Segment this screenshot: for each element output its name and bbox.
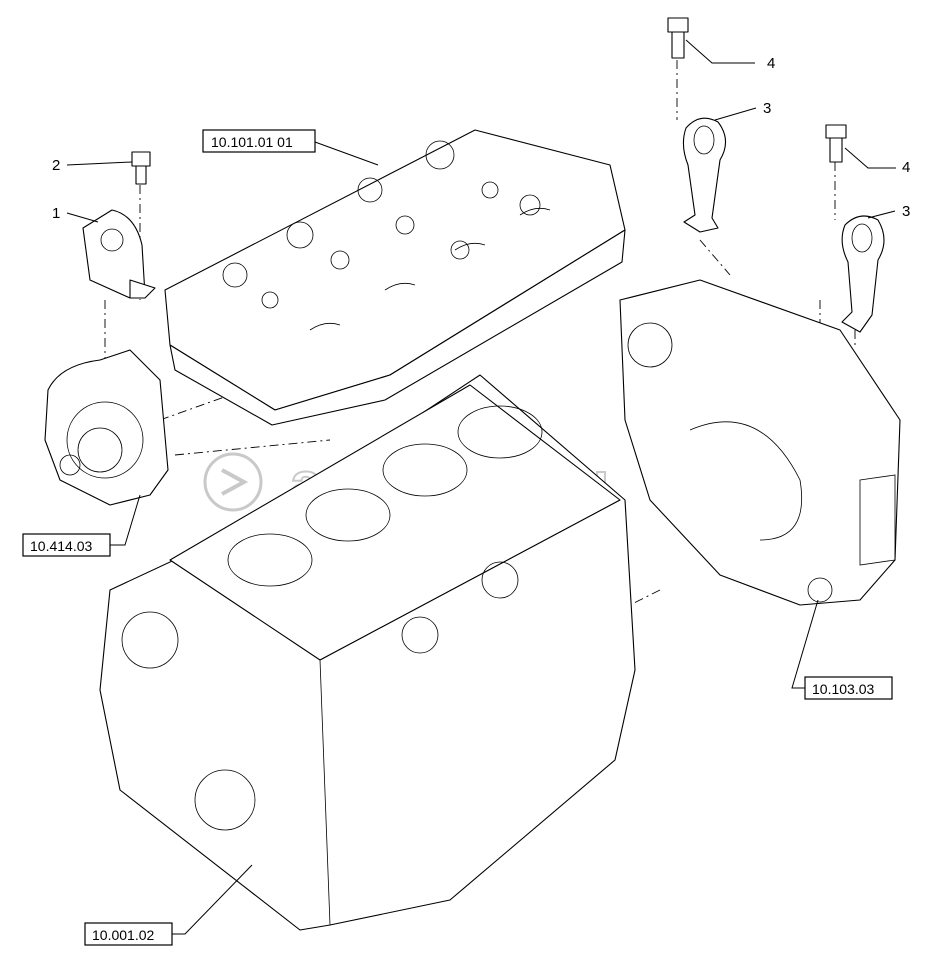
callout-2-number: 2 [52, 157, 60, 174]
lifting-eye-3a[interactable] [682, 117, 727, 233]
callout-3a: 3 [714, 100, 771, 121]
callout-4a-number: 4 [767, 55, 775, 72]
water-pump[interactable] [44, 349, 169, 506]
bolt-4b[interactable] [825, 124, 847, 163]
engine-block[interactable] [99, 374, 636, 931]
bolt-4a[interactable] [667, 17, 689, 59]
flywheel-housing[interactable] [619, 279, 901, 606]
cylinder-bores [227, 405, 543, 587]
watermark-logo-icon [203, 452, 263, 512]
callout-3a-number: 3 [763, 100, 771, 117]
ref-water-pump-text: 10.414.03 [30, 538, 92, 554]
callout-1-number: 1 [52, 205, 60, 222]
ref-cylinder-head-text: 10.101.01 01 [211, 134, 293, 150]
bolt-2[interactable] [131, 151, 151, 185]
callout-3b: 3 [867, 203, 910, 220]
callout-2: 2 [52, 157, 133, 174]
lifting-bracket-1[interactable] [82, 209, 156, 299]
ref-engine-block-text: 10.001.02 [92, 927, 154, 943]
ref-flywheel-housing-text: 10.103.03 [812, 681, 874, 697]
cylinder-head-holes [222, 140, 551, 331]
cylinder-head[interactable] [164, 129, 626, 426]
callout-3b-number: 3 [902, 203, 910, 220]
ref-engine-block[interactable]: 10.001.02 [84, 864, 253, 946]
ref-water-pump[interactable]: 10.414.03 [22, 494, 141, 557]
ref-cylinder-head[interactable]: 10.101.01 01 [202, 129, 379, 166]
ref-flywheel-housing[interactable]: 10.103.03 [791, 599, 893, 700]
callout-4b-number: 4 [902, 159, 910, 176]
lifting-eye-3b[interactable] [841, 215, 885, 333]
watermark-arrow-icon [221, 468, 249, 496]
callout-4b: 4 [844, 147, 910, 176]
callout-1: 1 [52, 205, 99, 223]
callout-4a: 4 [685, 39, 775, 72]
